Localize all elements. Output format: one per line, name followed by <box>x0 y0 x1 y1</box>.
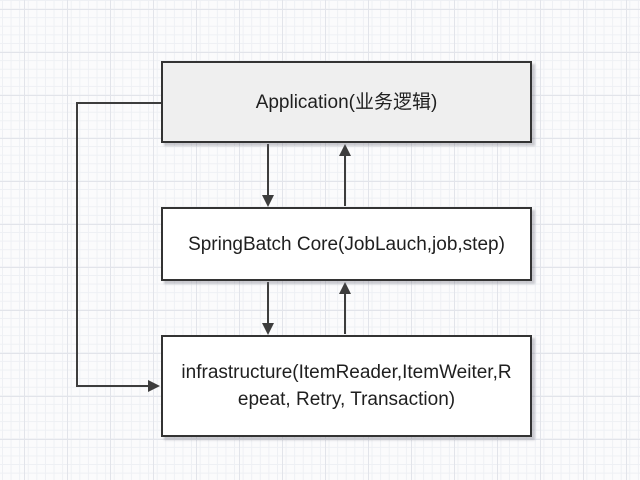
node-springbatch-core: SpringBatch Core(JobLauch,job,step) <box>161 207 532 281</box>
node-infrastructure-label-line2: epeat, Retry, Transaction) <box>237 389 456 410</box>
edge-application-to-infrastructure-elbow-arrow <box>76 102 162 392</box>
node-application-label: Application(业务逻辑) <box>255 91 438 113</box>
edge-core-to-application-up-arrow <box>339 144 351 206</box>
edge-core-to-infrastructure-down-arrow <box>262 282 274 335</box>
node-infrastructure: infrastructure(ItemReader,ItemWeiter,R e… <box>161 335 532 437</box>
node-application: Application(业务逻辑) <box>161 61 532 143</box>
edge-application-to-core-down-arrow <box>262 144 274 207</box>
node-infrastructure-label-line1: infrastructure(ItemReader,ItemWeiter,R <box>181 362 512 383</box>
edge-infrastructure-to-core-up-arrow <box>339 282 351 334</box>
node-springbatch-core-label: SpringBatch Core(JobLauch,job,step) <box>188 233 505 255</box>
